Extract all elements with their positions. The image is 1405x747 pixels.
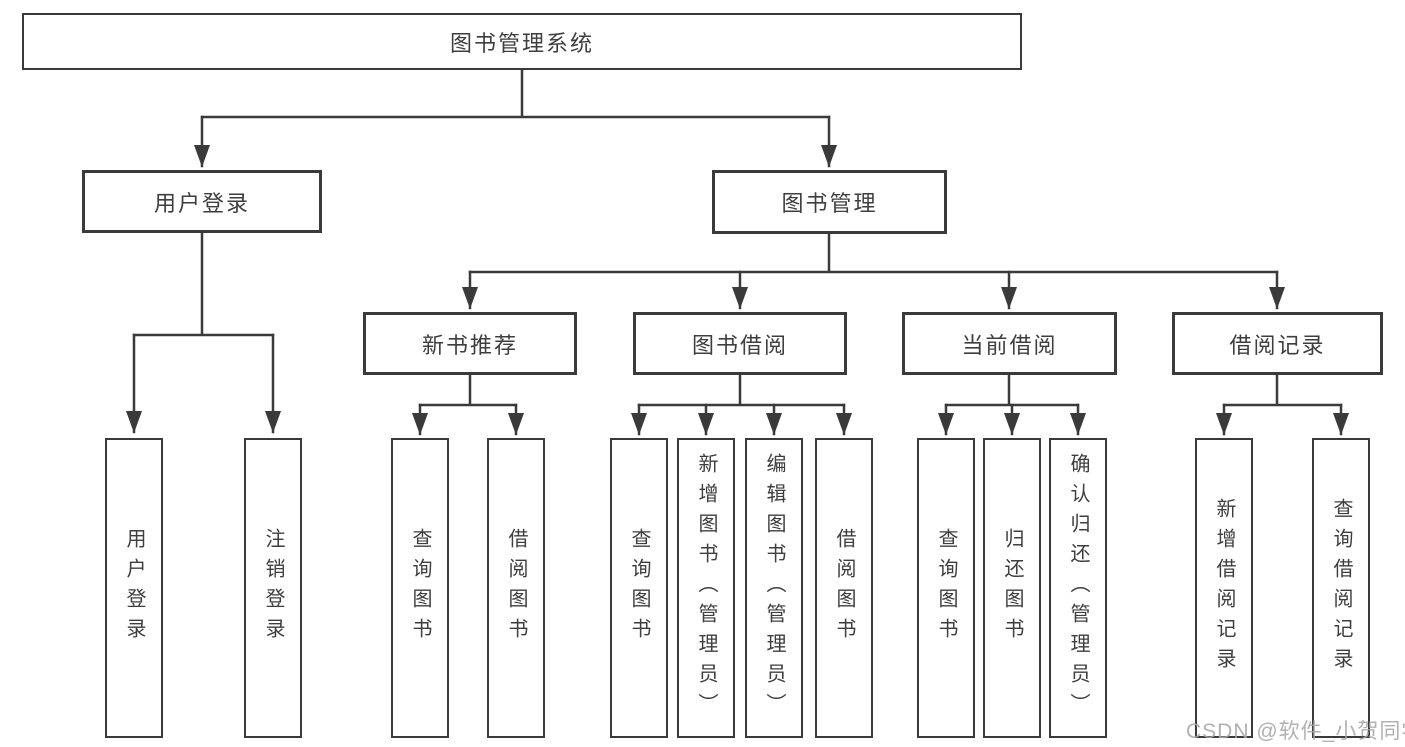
leaf-nb-borrow-books: 借阅图书	[487, 438, 545, 738]
leaf-br-add-record: 新增借阅记录	[1195, 438, 1253, 738]
module-current-borrow: 当前借阅	[902, 312, 1117, 375]
connector-book-borrow	[637, 373, 846, 407]
root-node: 图书管理系统	[22, 13, 1022, 70]
leaf-cb-query-books: 查询图书	[917, 438, 975, 738]
branch-book-management-label: 图书管理	[781, 191, 878, 216]
module-current-borrow-label: 当前借阅	[961, 332, 1058, 358]
leaf-cb-query-books-label: 查询图书	[935, 528, 957, 648]
module-new-book-recommend-label: 新书推荐	[421, 332, 518, 358]
leaf-bb-edit-book-admin: 编辑图书（管理员）	[745, 438, 803, 738]
leaf-logout-label: 注销登录	[262, 528, 284, 648]
leaf-bb-query-books: 查询图书	[610, 438, 668, 738]
leaf-br-query-record-label: 查询借阅记录	[1330, 498, 1352, 678]
leaf-bb-borrow-books: 借阅图书	[815, 438, 873, 738]
connector-current-borrow	[944, 373, 1080, 407]
connector-book-management	[468, 232, 1279, 274]
leaf-cb-confirm-return-admin-label: 确认归还（管理员）	[1067, 453, 1089, 723]
module-borrow-records: 借阅记录	[1172, 312, 1383, 375]
connector-new-book-recommend	[418, 373, 518, 407]
connector-root	[200, 67, 831, 119]
leaf-bb-borrow-books-label: 借阅图书	[833, 528, 855, 648]
leaf-user-login: 用户登录	[105, 438, 163, 738]
leaf-cb-return-book: 归还图书	[983, 438, 1041, 738]
leaf-br-query-record: 查询借阅记录	[1312, 438, 1370, 738]
module-borrow-records-label: 借阅记录	[1229, 332, 1326, 358]
leaf-cb-confirm-return-admin: 确认归还（管理员）	[1049, 438, 1107, 738]
leaf-bb-add-book-admin: 新增图书（管理员）	[677, 438, 735, 738]
leaf-nb-borrow-books-label: 借阅图书	[505, 528, 527, 648]
module-book-borrow-label: 图书借阅	[691, 332, 788, 358]
leaf-br-add-record-label: 新增借阅记录	[1213, 498, 1235, 678]
branch-user-login-label: 用户登录	[153, 190, 250, 216]
leaf-cb-return-book-label: 归还图书	[1001, 528, 1023, 648]
leaf-nb-query-books-label: 查询图书	[409, 528, 431, 648]
module-new-book-recommend: 新书推荐	[363, 312, 577, 375]
leaf-logout: 注销登录	[244, 438, 302, 738]
connector-user-login	[132, 231, 275, 337]
csdn-watermark: CSDN @软件_小贺同学	[1186, 720, 1405, 743]
leaf-nb-query-books: 查询图书	[391, 438, 449, 738]
connector-borrow-records	[1222, 373, 1343, 407]
leaf-bb-add-book-admin-label: 新增图书（管理员）	[695, 453, 717, 723]
root-node-label: 图书管理系统	[449, 30, 594, 56]
leaf-bb-edit-book-admin-label: 编辑图书（管理员）	[763, 453, 785, 723]
leaf-bb-query-books-label: 查询图书	[628, 528, 650, 648]
branch-user-login: 用户登录	[82, 170, 322, 233]
leaf-user-login-label: 用户登录	[123, 528, 145, 648]
module-book-borrow: 图书借阅	[633, 312, 847, 375]
branch-book-management: 图书管理	[712, 170, 947, 234]
